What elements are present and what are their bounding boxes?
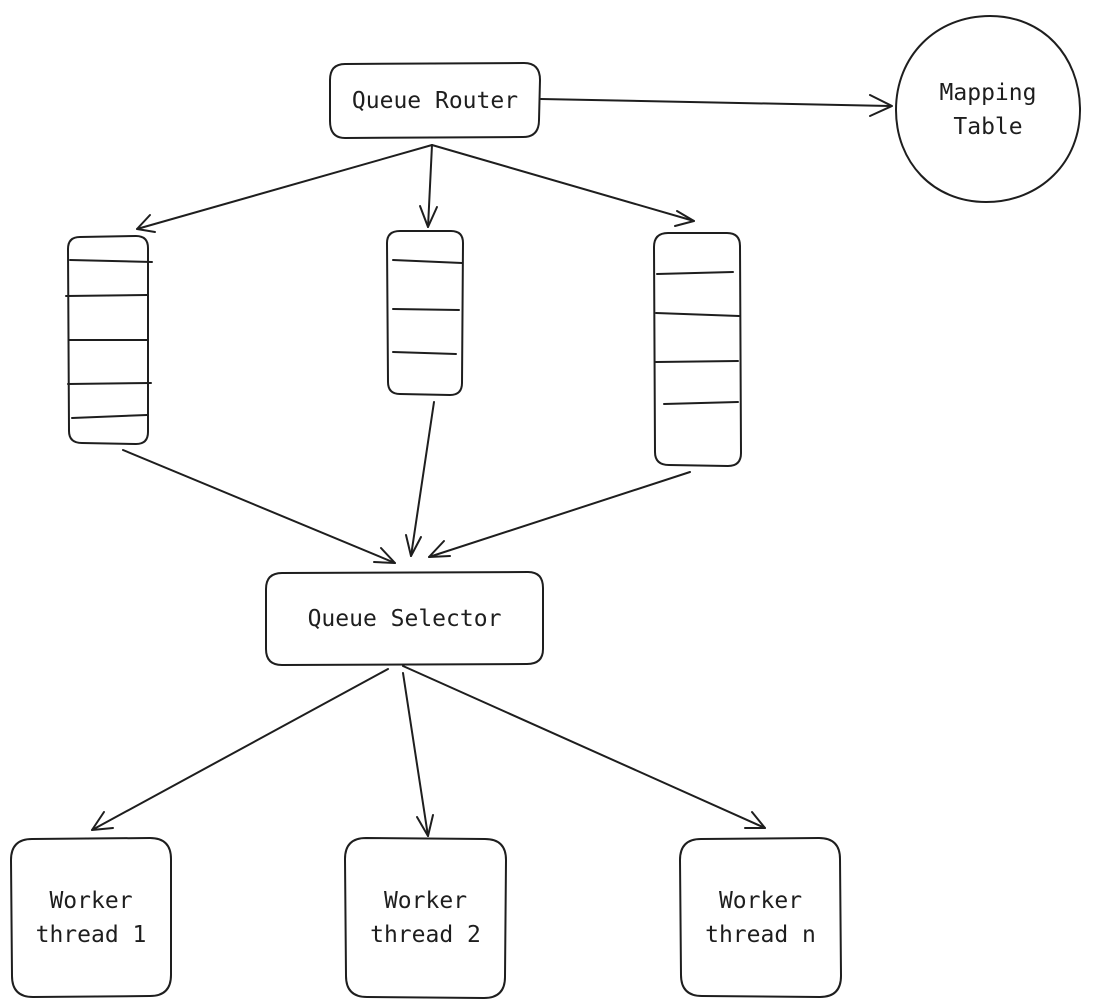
- worker-2-box[interactable]: [344, 837, 507, 999]
- arrow-selector-to-worker-1: [91, 668, 389, 831]
- arrow-router-to-queue-3: [431, 144, 695, 227]
- mapping-table-label: Mapping Table: [939, 80, 1037, 140]
- worker-2-label: Worker thread 2: [370, 888, 481, 948]
- arrow-queue-2-to-selector: [405, 401, 435, 557]
- arrow-selector-to-worker-2: [402, 672, 434, 837]
- queue-selector-label: Queue Selector: [307, 605, 502, 632]
- arrow-selector-to-worker-n: [402, 665, 766, 829]
- queue-selector-box[interactable]: [265, 571, 544, 666]
- arrow-queue-3-to-selector: [428, 471, 691, 558]
- arrow-queue-1-to-selector: [122, 449, 396, 564]
- worker-n-label: Worker thread n: [705, 887, 816, 948]
- worker-1-box[interactable]: [10, 837, 172, 998]
- queue-3[interactable]: [653, 232, 742, 467]
- queue-router-box[interactable]: [329, 62, 541, 139]
- arrow-router-to-mapping-table: [540, 94, 893, 117]
- worker-1-label: Worker thread 1: [35, 887, 147, 948]
- queue-2[interactable]: [386, 230, 464, 396]
- worker-n-box[interactable]: [679, 837, 842, 998]
- queue-1[interactable]: [65, 235, 153, 445]
- arrow-router-to-queue-1: [136, 144, 433, 233]
- mapping-table-circle[interactable]: [895, 15, 1082, 203]
- queue-router-label: Queue Router: [351, 87, 519, 114]
- arrow-router-to-queue-2: [419, 144, 438, 228]
